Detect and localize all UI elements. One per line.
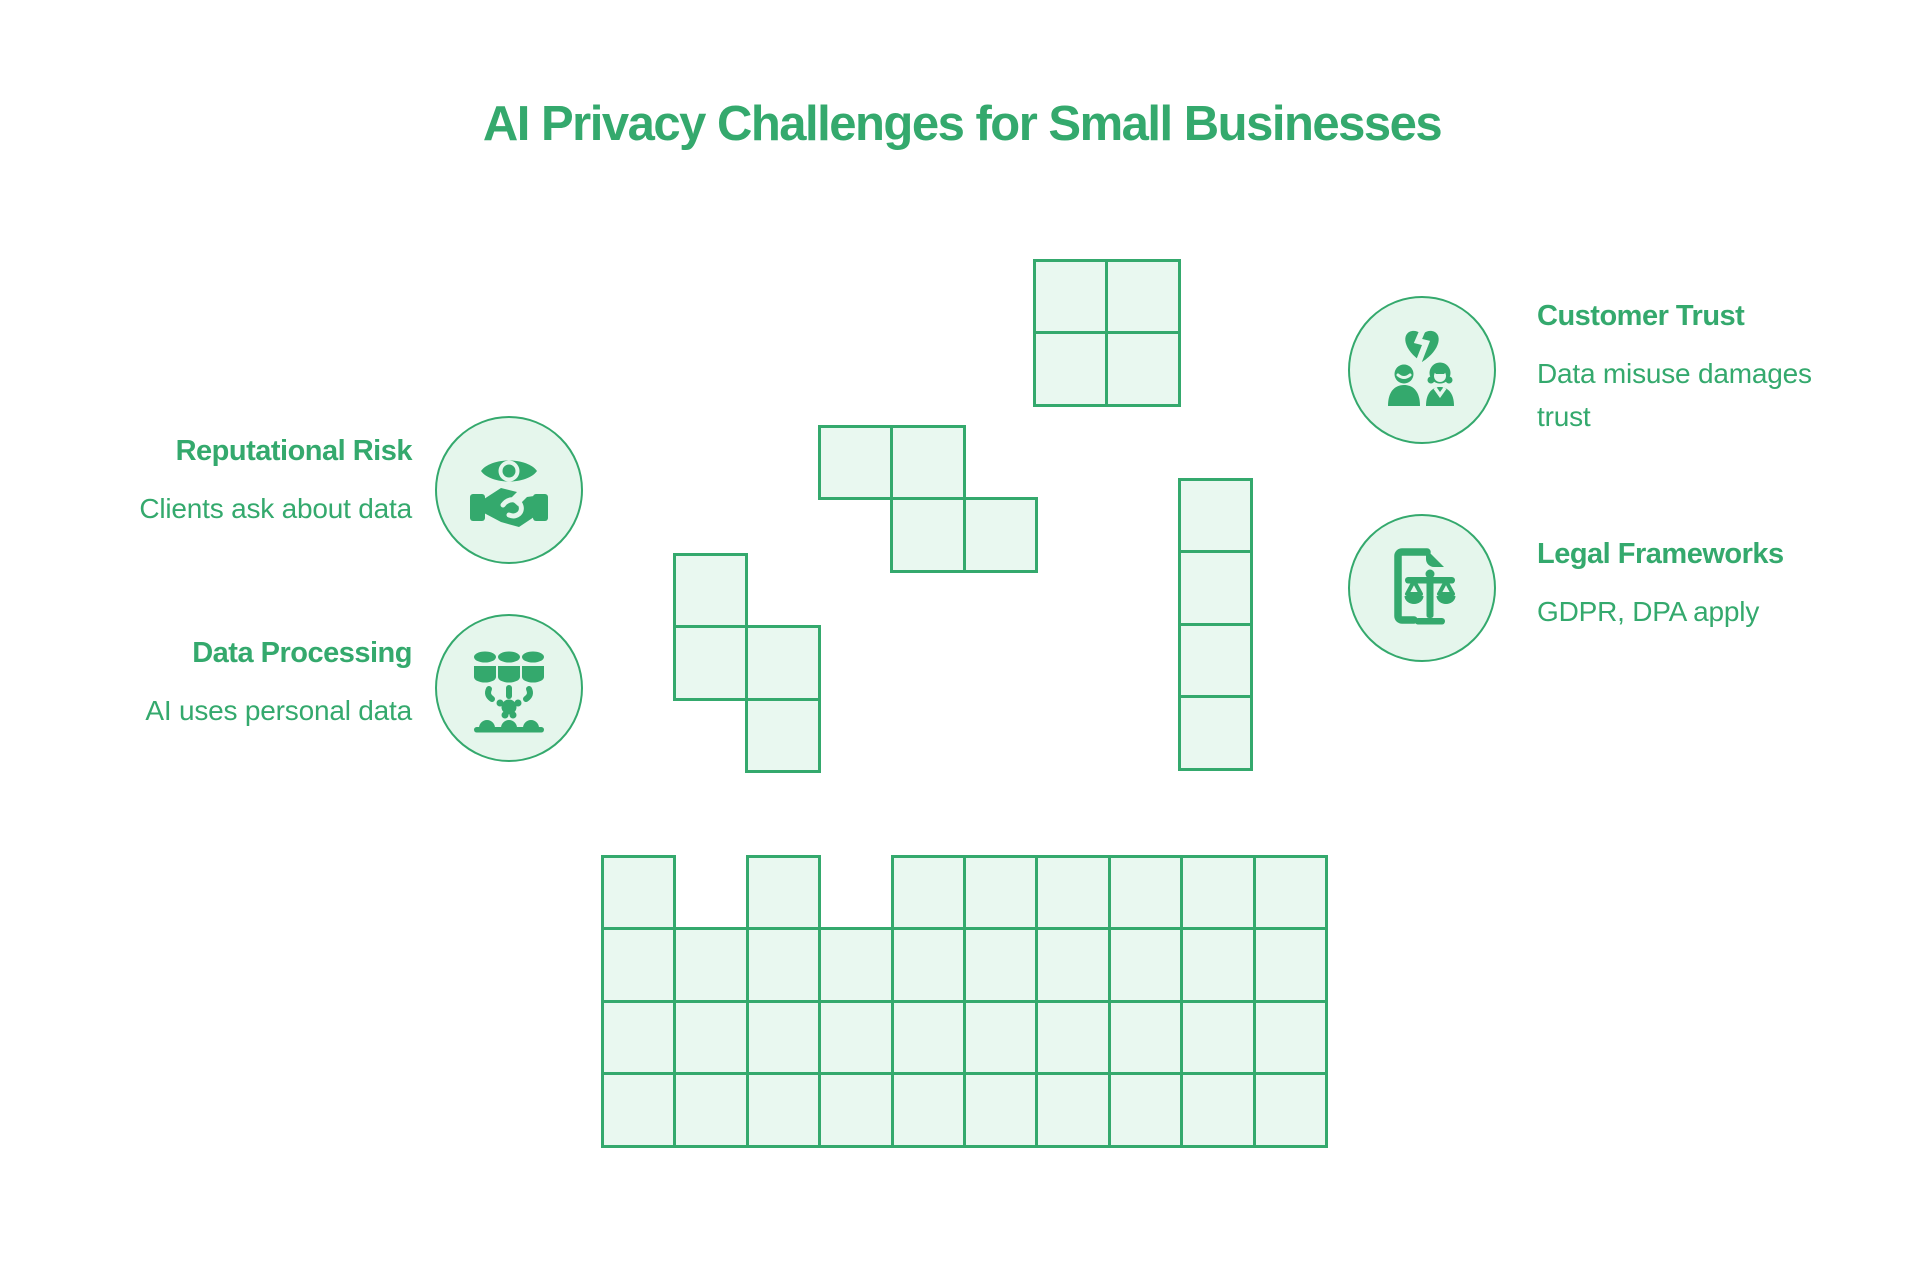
- block-cell: [1178, 695, 1254, 771]
- item-description: Data misuse damages trust: [1537, 358, 1812, 432]
- item-legal-frameworks: Legal Frameworks GDPR, DPA apply: [1537, 536, 1897, 633]
- block-cell: [601, 927, 677, 1003]
- block-cell: [1105, 331, 1181, 407]
- block-cell: [1107, 999, 1184, 1076]
- item-reputational-risk: Reputational Risk Clients ask about data: [139, 433, 412, 530]
- block-cell: [1178, 550, 1254, 626]
- block-cell: [1033, 331, 1109, 407]
- eye-handshake-icon: [470, 460, 548, 527]
- block-cell: [745, 927, 822, 1003]
- databases-funnel-icon: [474, 651, 544, 733]
- block-cell: [601, 999, 677, 1076]
- block-cell: [818, 1072, 894, 1148]
- block-cell: [1180, 999, 1256, 1076]
- block-cell: [745, 697, 821, 774]
- block-cell: [890, 855, 966, 931]
- item-title: Customer Trust: [1537, 300, 1745, 332]
- item-description: GDPR, DPA apply: [1537, 596, 1760, 627]
- block-cell: [601, 1072, 677, 1148]
- block-cell: [818, 425, 894, 501]
- block-cell: [1178, 478, 1254, 554]
- block-cell: [1252, 855, 1328, 931]
- item-customer-trust: Customer Trust Data misuse damages trust: [1537, 298, 1867, 438]
- block-cell: [745, 625, 821, 701]
- broken-heart-people-icon: [1388, 325, 1454, 406]
- customer-trust-badge: [1348, 296, 1496, 444]
- block-cell: [1033, 259, 1109, 335]
- block-cell: [1252, 927, 1328, 1003]
- block-cell: [890, 927, 966, 1003]
- block-cell: [1107, 927, 1184, 1003]
- block-cell: [1180, 1072, 1256, 1148]
- item-description: AI uses personal data: [145, 695, 412, 726]
- block-cell: [1035, 1072, 1111, 1148]
- block-cell: [890, 1072, 966, 1148]
- block-cell: [962, 497, 1039, 573]
- item-description: Clients ask about data: [139, 493, 412, 524]
- block-cell: [1035, 855, 1111, 931]
- block-cell: [745, 999, 822, 1076]
- block-cell: [1178, 622, 1254, 699]
- block-cell: [890, 497, 966, 573]
- item-title: Reputational Risk: [175, 435, 413, 467]
- block-cell: [673, 553, 749, 629]
- block-cell: [818, 999, 894, 1076]
- page-title: AI Privacy Challenges for Small Business…: [482, 97, 1443, 151]
- block-cell: [818, 927, 894, 1003]
- block-cell: [1035, 999, 1111, 1076]
- block-cell: [963, 855, 1039, 931]
- item-data-processing: Data Processing AI uses personal data: [145, 635, 412, 732]
- block-cell: [601, 855, 677, 931]
- block-cell: [745, 1072, 822, 1148]
- block-cell: [673, 999, 749, 1076]
- block-cell: [1180, 855, 1256, 931]
- legal-frameworks-badge: [1348, 514, 1496, 662]
- block-cell: [963, 1072, 1039, 1148]
- block-cell: [673, 625, 749, 701]
- item-title: Data Processing: [192, 637, 412, 669]
- block-cell: [1035, 927, 1111, 1003]
- block-cell: [1180, 927, 1256, 1003]
- block-cell: [673, 927, 749, 1003]
- document-scales-icon: [1394, 548, 1456, 625]
- block-cell: [1252, 1072, 1328, 1148]
- data-processing-badge: [435, 614, 583, 762]
- block-cell: [673, 1072, 749, 1148]
- block-cell: [963, 999, 1039, 1076]
- block-cell: [1107, 855, 1184, 931]
- block-cell: [1252, 999, 1328, 1076]
- item-title: Legal Frameworks: [1537, 538, 1784, 570]
- block-cell: [745, 855, 822, 931]
- block-cell: [890, 425, 966, 501]
- block-cell: [1105, 259, 1181, 335]
- block-cell: [1107, 1072, 1184, 1148]
- reputational-risk-badge: [435, 416, 583, 564]
- block-cell: [890, 999, 966, 1076]
- block-cell: [963, 927, 1039, 1003]
